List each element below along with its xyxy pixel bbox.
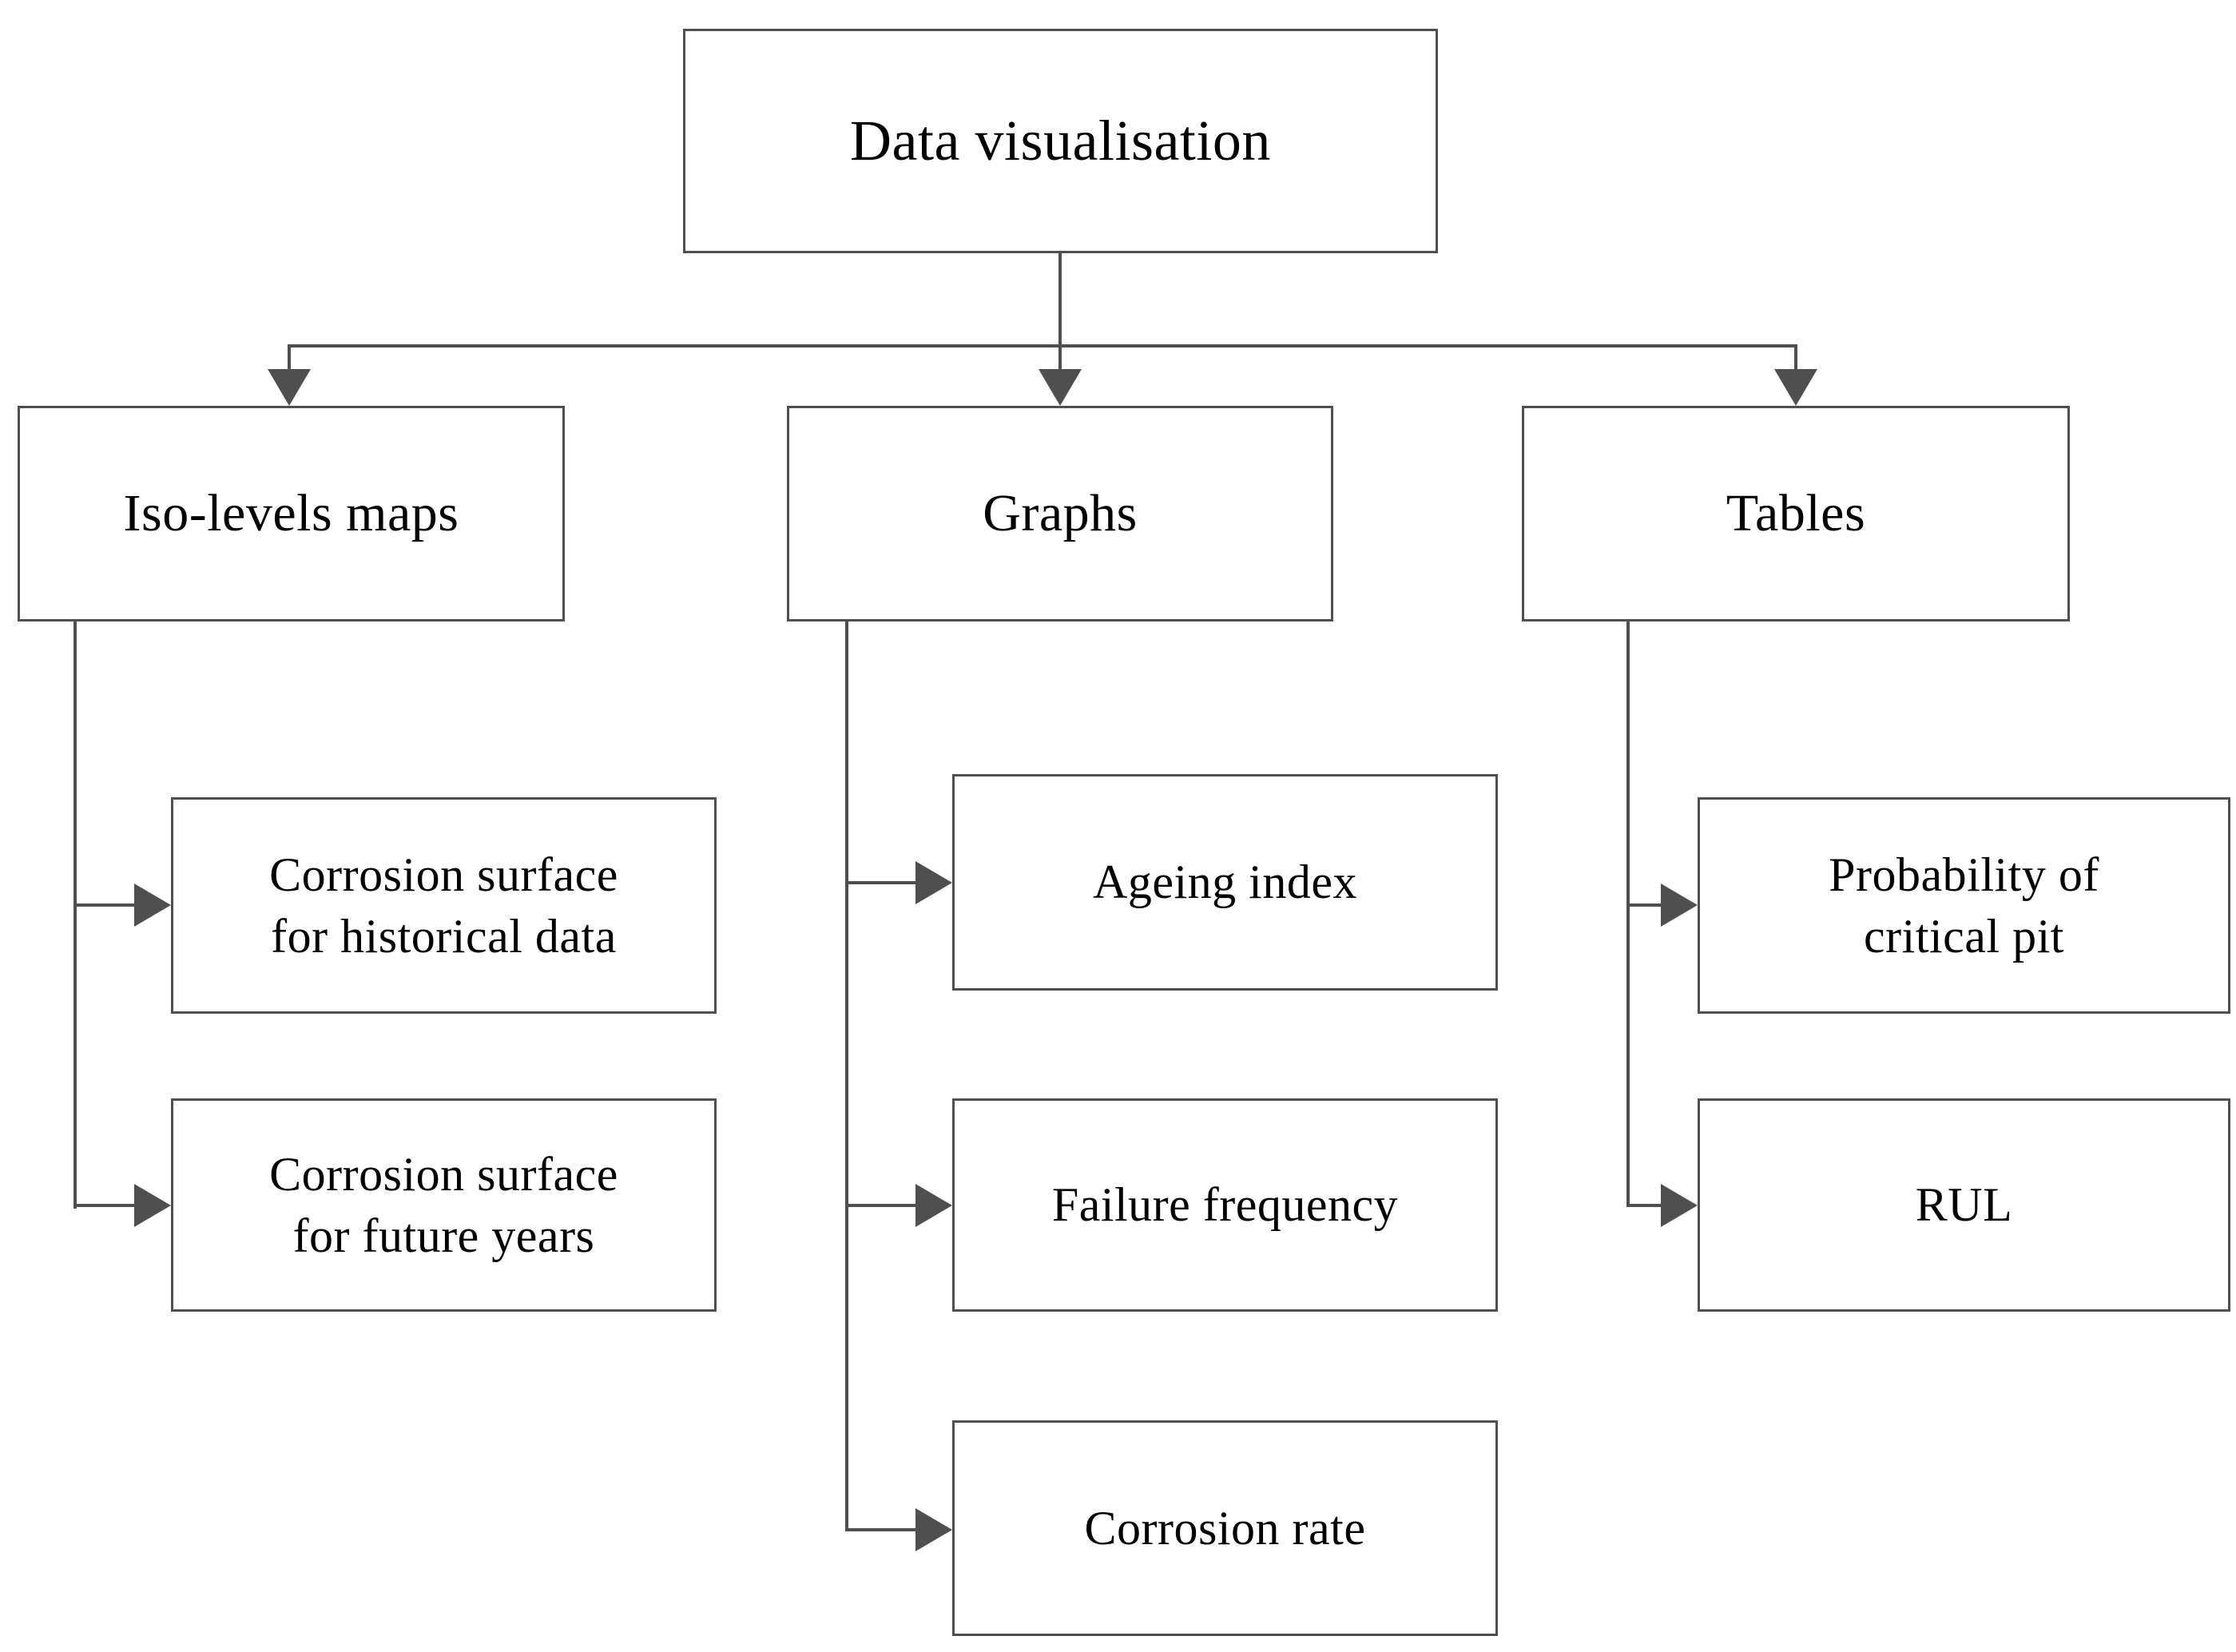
- node-graphs: Graphs: [787, 406, 1333, 621]
- node-ageing-index: Ageing index: [952, 774, 1498, 991]
- arrowhead-right-icon: [1661, 1184, 1698, 1227]
- node-rul: RUL: [1698, 1098, 2230, 1312]
- node-failure-frequency: Failure frequency: [952, 1098, 1498, 1312]
- node-label: Iso-levels maps: [123, 483, 459, 542]
- node-tables: Tables: [1522, 406, 2070, 621]
- connector-tables-trunk: [1626, 621, 1630, 1207]
- arrowhead-right-icon: [915, 1508, 952, 1551]
- arrowhead-right-icon: [915, 1184, 952, 1227]
- connector-to-future: [73, 1204, 134, 1207]
- node-label: Ageing index: [1093, 856, 1357, 909]
- node-label: Failure frequency: [1051, 1178, 1399, 1232]
- connector-tables-stem: [1794, 344, 1797, 371]
- connector-to-failure-frequency: [845, 1204, 915, 1207]
- node-label: RUL: [1915, 1178, 2013, 1232]
- node-probability-of-critical-pit: Probability of critical pit: [1698, 797, 2230, 1014]
- node-iso-levels-maps: Iso-levels maps: [18, 406, 565, 621]
- node-label: Graphs: [983, 483, 1138, 542]
- node-data-visualisation: Data visualisation: [683, 29, 1438, 253]
- connector-to-probability: [1626, 903, 1661, 907]
- connector-to-rul: [1626, 1204, 1661, 1207]
- node-label: Corrosion surface for historical data: [269, 848, 618, 963]
- arrowhead-down-icon: [268, 369, 311, 406]
- arrowhead-right-icon: [134, 884, 171, 927]
- arrowhead-right-icon: [134, 1184, 171, 1227]
- arrowhead-right-icon: [1661, 884, 1698, 927]
- arrowhead-down-icon: [1774, 369, 1817, 406]
- connector-root-stem: [1058, 253, 1062, 371]
- connector-to-corrosion-rate: [845, 1528, 915, 1531]
- node-corrosion-surface-historical: Corrosion surface for historical data: [171, 797, 717, 1014]
- node-label: Probability of critical pit: [1829, 848, 2099, 963]
- connector-to-ageing-index: [845, 881, 915, 884]
- connector-iso-stem: [288, 344, 291, 371]
- arrowhead-right-icon: [915, 861, 952, 904]
- node-label: Tables: [1726, 483, 1866, 542]
- node-label: Corrosion surface for future years: [269, 1147, 618, 1262]
- node-label: Data visualisation: [850, 109, 1271, 173]
- connector-to-historical: [73, 903, 134, 907]
- node-corrosion-surface-future: Corrosion surface for future years: [171, 1098, 717, 1312]
- arrowhead-down-icon: [1039, 369, 1082, 406]
- connector-graphs-trunk: [845, 621, 848, 1531]
- connector-iso-trunk: [73, 621, 77, 1209]
- connector-distributor: [288, 344, 1797, 347]
- node-label: Corrosion rate: [1084, 1501, 1366, 1555]
- node-corrosion-rate: Corrosion rate: [952, 1420, 1498, 1636]
